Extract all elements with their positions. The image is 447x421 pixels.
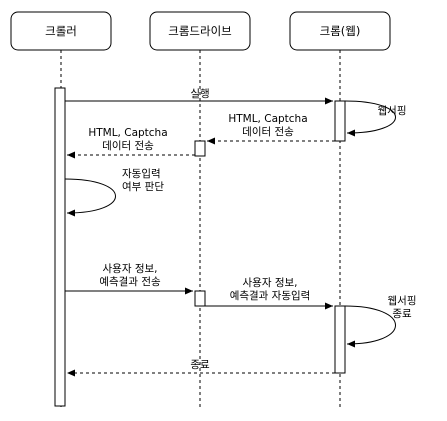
activation-chrome-web-2 xyxy=(334,305,346,374)
message-auto-input-decision: 자동입력 여부 판단 xyxy=(64,167,164,217)
message-label: HTML, Captcha xyxy=(88,127,167,139)
participant-label: 크롬(웹) xyxy=(320,24,361,38)
message-label: 자동입력 xyxy=(122,167,161,180)
message-label: 웹서핑 xyxy=(388,295,417,307)
message-label: 사용자 정보, xyxy=(103,263,158,275)
message-label: 데이터 전송 xyxy=(242,126,294,138)
message-label: 데이터 전송 xyxy=(102,140,154,152)
message-label: 웹서핑 xyxy=(378,105,407,117)
activation-chromedriver-1 xyxy=(194,140,206,157)
message-send-user-info: 사용자 정보, 예측결과 전송 xyxy=(65,263,193,295)
message-html-captcha-to-crawler: HTML, Captcha 데이터 전송 xyxy=(67,127,195,159)
activation-crawler xyxy=(54,87,66,407)
activation-chromedriver-2 xyxy=(194,290,206,307)
message-label: HTML, Captcha xyxy=(228,113,307,125)
message-auto-input-user-info: 사용자 정보, 예측결과 자동입력 xyxy=(205,277,333,310)
message-label: 사용자 정보, xyxy=(243,277,298,289)
message-end: 종료 xyxy=(67,359,335,377)
message-execute: 실행 xyxy=(65,88,333,105)
activation-chrome-web-1 xyxy=(334,100,346,142)
message-label: 예측결과 전송 xyxy=(99,275,161,288)
message-html-captcha-to-driver: HTML, Captcha 데이터 전송 xyxy=(207,113,335,145)
participant-chrome-web: 크롬(웹) xyxy=(289,11,391,51)
message-label: 종료 xyxy=(190,359,210,371)
message-web-surfing: 웹서핑 xyxy=(344,100,407,137)
message-label: 예측결과 자동입력 xyxy=(230,289,311,302)
message-label: 여부 판단 xyxy=(122,181,164,193)
participant-label: 크롤러 xyxy=(45,24,77,38)
participant-label: 크롬드라이브 xyxy=(168,24,231,38)
message-label: 실행 xyxy=(190,88,209,100)
participant-crawler: 크롤러 xyxy=(10,11,112,51)
message-label: 종료 xyxy=(392,308,412,320)
message-web-surfing-end: 웹서핑 종료 xyxy=(344,295,417,348)
participant-chromedriver: 크롬드라이브 xyxy=(149,11,251,51)
